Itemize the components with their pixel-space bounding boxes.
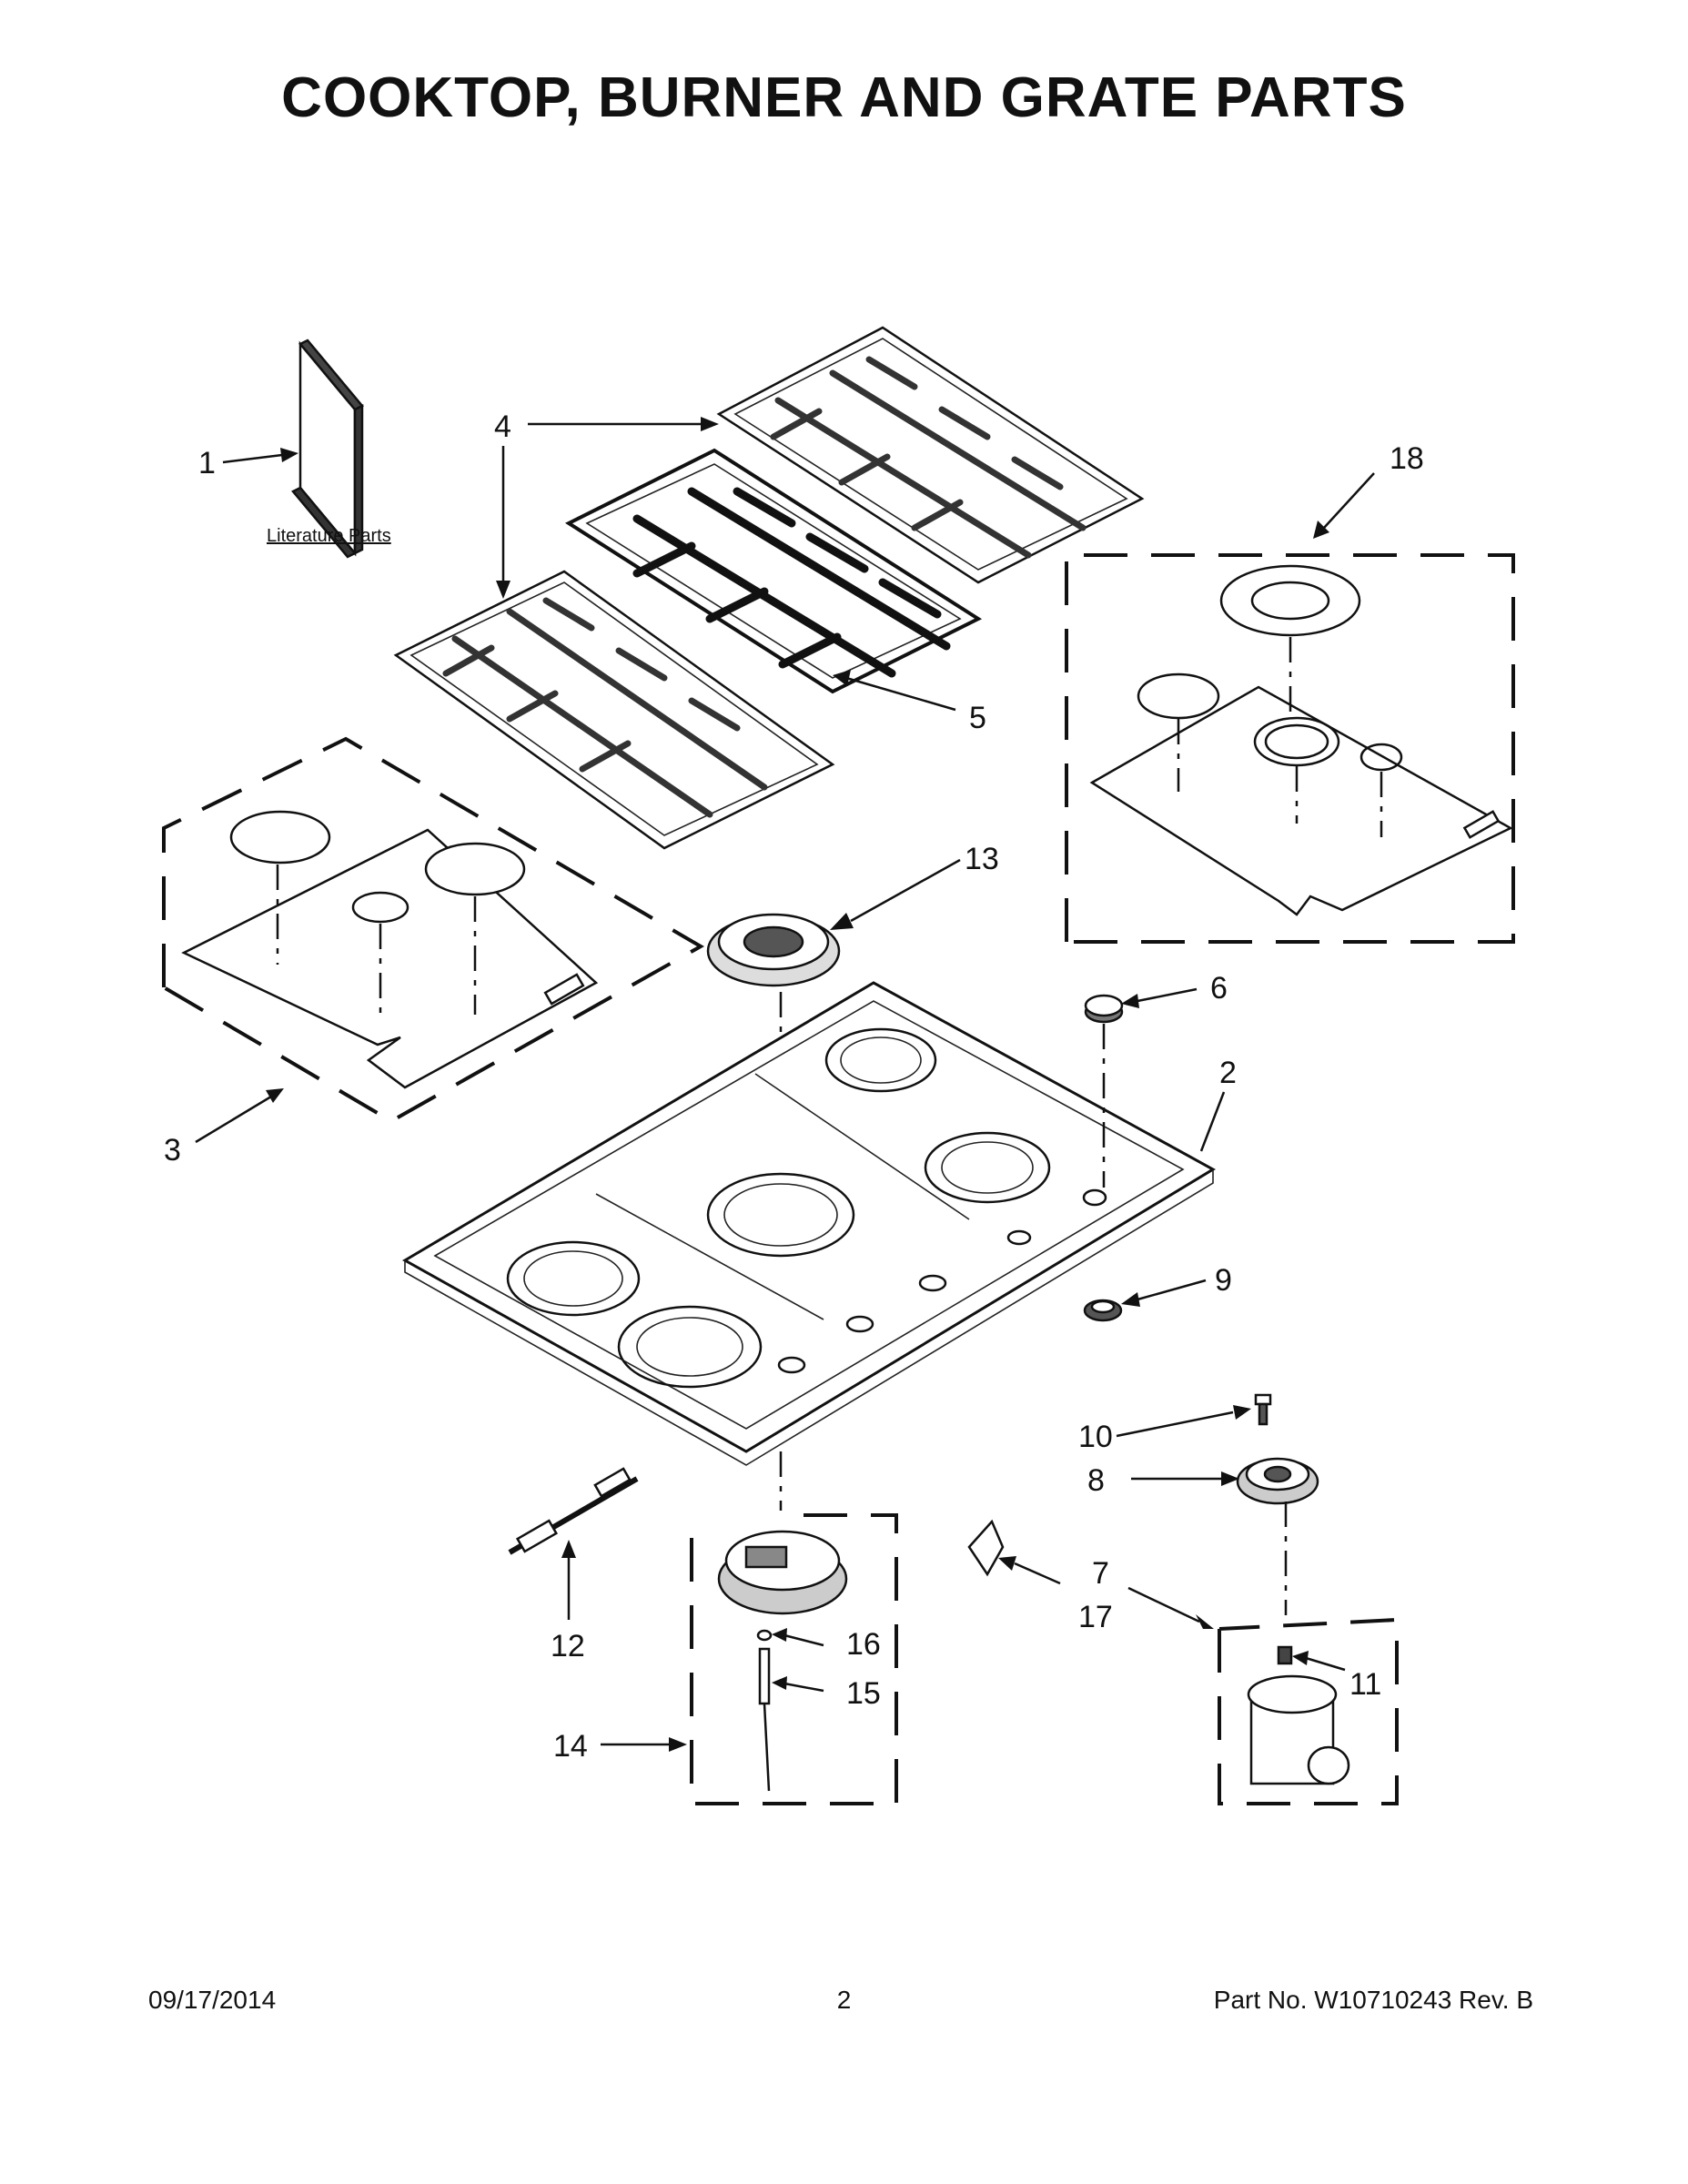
group-14-burner-assembly (690, 1451, 898, 1805)
footer-date: 09/17/2014 (148, 1986, 277, 2014)
group-7-valve (1218, 1617, 1399, 1805)
part-12-igniter (508, 1467, 639, 1555)
callout-2: 2 (1219, 1056, 1237, 1090)
grate-center (564, 448, 983, 694)
callout-13: 13 (965, 842, 999, 876)
callout-16: 16 (846, 1627, 881, 1662)
part-10-screw (1254, 1393, 1272, 1426)
callout-12: 12 (551, 1629, 585, 1663)
grate-right (716, 326, 1145, 584)
burner-13 (706, 913, 841, 1210)
callout-8: 8 (1087, 1463, 1105, 1498)
callout-4-leaders (496, 417, 719, 599)
group-18-right-caps (1065, 553, 1515, 944)
part-17-bracket (967, 1519, 1005, 1577)
callout-3: 3 (164, 1133, 181, 1168)
callout-7-leader (1127, 1586, 1200, 1623)
callout-15: 15 (846, 1676, 881, 1711)
literature-booklet: Literature Parts (267, 339, 391, 559)
callout-1-leader (222, 453, 283, 464)
callout-18-leader (1323, 472, 1375, 529)
callout-6-leader (1137, 987, 1198, 1003)
callout-16-leader (783, 1633, 824, 1647)
page-title: COOKTOP, BURNER AND GRATE PARTS (281, 66, 1407, 129)
callout-11: 11 (1349, 1667, 1381, 1702)
callout-18: 18 (1390, 441, 1424, 476)
grate-left (393, 570, 835, 850)
footer-page-number: 2 (836, 1986, 852, 2014)
callout-13-leader (850, 858, 961, 923)
literature-parts-label: Literature Parts (267, 526, 391, 546)
callout-5: 5 (969, 701, 986, 735)
callout-11-leader (1305, 1656, 1346, 1672)
part-9-grommet (1083, 1299, 1123, 1322)
part-6-cap (1084, 994, 1124, 1188)
callout-5-leader (845, 676, 956, 712)
part-8-burner (1236, 1457, 1319, 1615)
callout-15-leader (783, 1682, 824, 1693)
callout-1: 1 (198, 446, 216, 480)
callout-14: 14 (553, 1729, 588, 1764)
callout-10-leader (1116, 1410, 1234, 1438)
callout-4: 4 (494, 410, 511, 444)
callout-6: 6 (1210, 971, 1228, 1006)
callout-9-leader (1137, 1279, 1207, 1301)
callout-2-leader (1199, 1091, 1226, 1152)
callout-10: 10 (1078, 1420, 1113, 1454)
callout-3-leader (195, 1095, 272, 1144)
group-3-left-caps (162, 736, 705, 1124)
callout-17-leader (1014, 1562, 1061, 1585)
callout-7: 7 (1092, 1556, 1109, 1591)
callout-9: 9 (1215, 1263, 1232, 1298)
cooktop-panel (401, 981, 1217, 1466)
callout-17: 17 (1078, 1600, 1113, 1634)
footer-part-number: Part No. W10710243 Rev. B (1213, 1986, 1533, 2014)
